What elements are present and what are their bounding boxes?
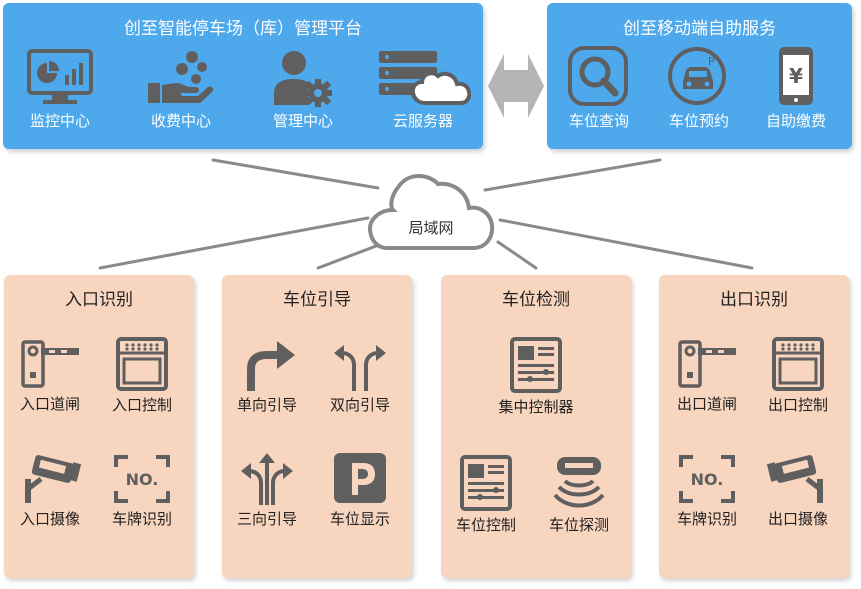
platform-panel: 创至智能停车场（库）管理平台 监控中心 收费中心 xyxy=(3,3,483,149)
control-box-icon xyxy=(772,337,824,391)
exit-barrier-label: 出口道闸 xyxy=(676,395,737,413)
exit-camera: 出口摄像 xyxy=(748,453,848,529)
exit-plate-recognition: NO. 车牌识别 xyxy=(657,453,757,529)
svg-text:NO.: NO. xyxy=(126,470,159,489)
plate-recognition-icon: NO. xyxy=(679,455,735,503)
guidance-title: 车位引导 xyxy=(283,290,351,310)
entrance-title: 入口识别 xyxy=(65,290,133,310)
cloud-server-label: 云服务器 xyxy=(392,112,453,130)
controller-icon xyxy=(510,337,562,393)
two-way-guidance: 双向引导 xyxy=(310,339,410,415)
svg-text:P: P xyxy=(708,55,715,68)
space-reservation: P 车位预约 xyxy=(649,45,749,131)
monitor-center-label: 监控中心 xyxy=(29,112,90,130)
management-center: 管理中心 xyxy=(253,49,353,131)
cloud-icon xyxy=(367,174,495,250)
lan-cloud: 局域网 xyxy=(365,170,497,260)
exit-barrier: 出口道闸 xyxy=(657,340,757,414)
space-detector: 车位探测 xyxy=(529,455,629,535)
entrance-barrier: 入口道闸 xyxy=(0,340,100,414)
two-way-guidance-label: 双向引导 xyxy=(329,396,390,414)
self-payment: ¥ 自助缴费 xyxy=(746,45,846,131)
monitor-center: 监控中心 xyxy=(10,49,110,131)
space-display-label: 车位显示 xyxy=(329,510,390,528)
detection-title: 车位检测 xyxy=(502,290,570,310)
exit-panel: 出口识别 出口道闸 出口控制 NO. xyxy=(659,275,849,578)
control-box-icon xyxy=(116,337,168,391)
entrance-barrier-label: 入口道闸 xyxy=(19,395,80,413)
svg-text:NO.: NO. xyxy=(691,470,724,489)
mobile-panel: 创至移动端自助服务 车位查询 P 车位预约 ¥ 自助缴费 xyxy=(547,3,852,149)
controller-icon xyxy=(460,455,512,511)
detector-icon xyxy=(553,457,605,508)
entrance-panel: 入口识别 入口道闸 入口控制 xyxy=(4,275,194,578)
cloud-server: 云服务器 xyxy=(373,49,473,131)
space-reservation-label: 车位预约 xyxy=(668,112,729,130)
billing-center-label: 收费中心 xyxy=(150,112,211,130)
exit-camera-label: 出口摄像 xyxy=(767,510,828,528)
entrance-control-label: 入口控制 xyxy=(111,396,172,414)
car-parking-icon: P xyxy=(668,47,726,105)
self-payment-label: 自助缴费 xyxy=(765,112,826,130)
plate-recognition-icon: NO. xyxy=(114,455,170,503)
barrier-gate-icon xyxy=(678,340,736,388)
entrance-plate-recognition-label: 车牌识别 xyxy=(111,510,172,528)
camera-icon xyxy=(767,455,823,503)
three-way-guidance: 三向引导 xyxy=(217,451,317,529)
management-center-label: 管理中心 xyxy=(272,112,333,130)
entrance-camera-label: 入口摄像 xyxy=(19,510,80,528)
three-way-guidance-label: 三向引导 xyxy=(236,510,297,528)
exit-plate-recognition-label: 车牌识别 xyxy=(676,510,737,528)
space-control-label: 车位控制 xyxy=(455,516,516,534)
guidance-panel: 车位引导 单向引导 双向引导 三向引导 车 xyxy=(222,275,412,578)
hand-coins-icon xyxy=(148,51,214,103)
exit-title: 出口识别 xyxy=(720,290,788,310)
space-display: 车位显示 xyxy=(310,451,410,529)
space-detector-label: 车位探测 xyxy=(548,516,609,534)
exit-control-label: 出口控制 xyxy=(767,396,828,414)
mobile-title: 创至移动端自助服务 xyxy=(623,19,776,39)
server-cloud-icon xyxy=(379,51,471,105)
three-way-arrow-icon xyxy=(241,453,293,505)
space-query: 车位查询 xyxy=(549,45,649,131)
camera-icon xyxy=(25,455,81,503)
user-gear-icon xyxy=(274,51,332,107)
svg-text:¥: ¥ xyxy=(789,64,803,88)
lan-label: 局域网 xyxy=(408,219,454,237)
central-controller-label: 集中控制器 xyxy=(498,398,574,416)
turn-arrow-icon xyxy=(247,341,295,391)
one-way-guidance-label: 单向引导 xyxy=(236,396,297,414)
two-way-arrow-icon xyxy=(334,345,386,391)
barrier-gate-icon xyxy=(21,340,79,388)
entrance-control: 入口控制 xyxy=(92,337,192,415)
space-control: 车位控制 xyxy=(436,455,536,535)
one-way-guidance: 单向引导 xyxy=(217,339,317,415)
billing-center: 收费中心 xyxy=(131,49,231,131)
space-query-label: 车位查询 xyxy=(568,112,629,130)
exit-control: 出口控制 xyxy=(748,337,848,415)
monitor-chart-icon xyxy=(27,49,93,104)
phone-yen-icon: ¥ xyxy=(779,47,813,105)
detection-panel: 车位检测 集中控制器 车位控制 xyxy=(441,275,631,578)
entrance-camera: 入口摄像 xyxy=(0,453,100,529)
bidirectional-arrow-icon xyxy=(488,54,544,118)
search-icon xyxy=(568,46,628,106)
parking-sign-icon xyxy=(334,453,386,503)
central-controller: 集中控制器 xyxy=(486,337,586,417)
platform-title: 创至智能停车场（库）管理平台 xyxy=(124,19,362,39)
entrance-plate-recognition: NO. 车牌识别 xyxy=(92,453,192,529)
